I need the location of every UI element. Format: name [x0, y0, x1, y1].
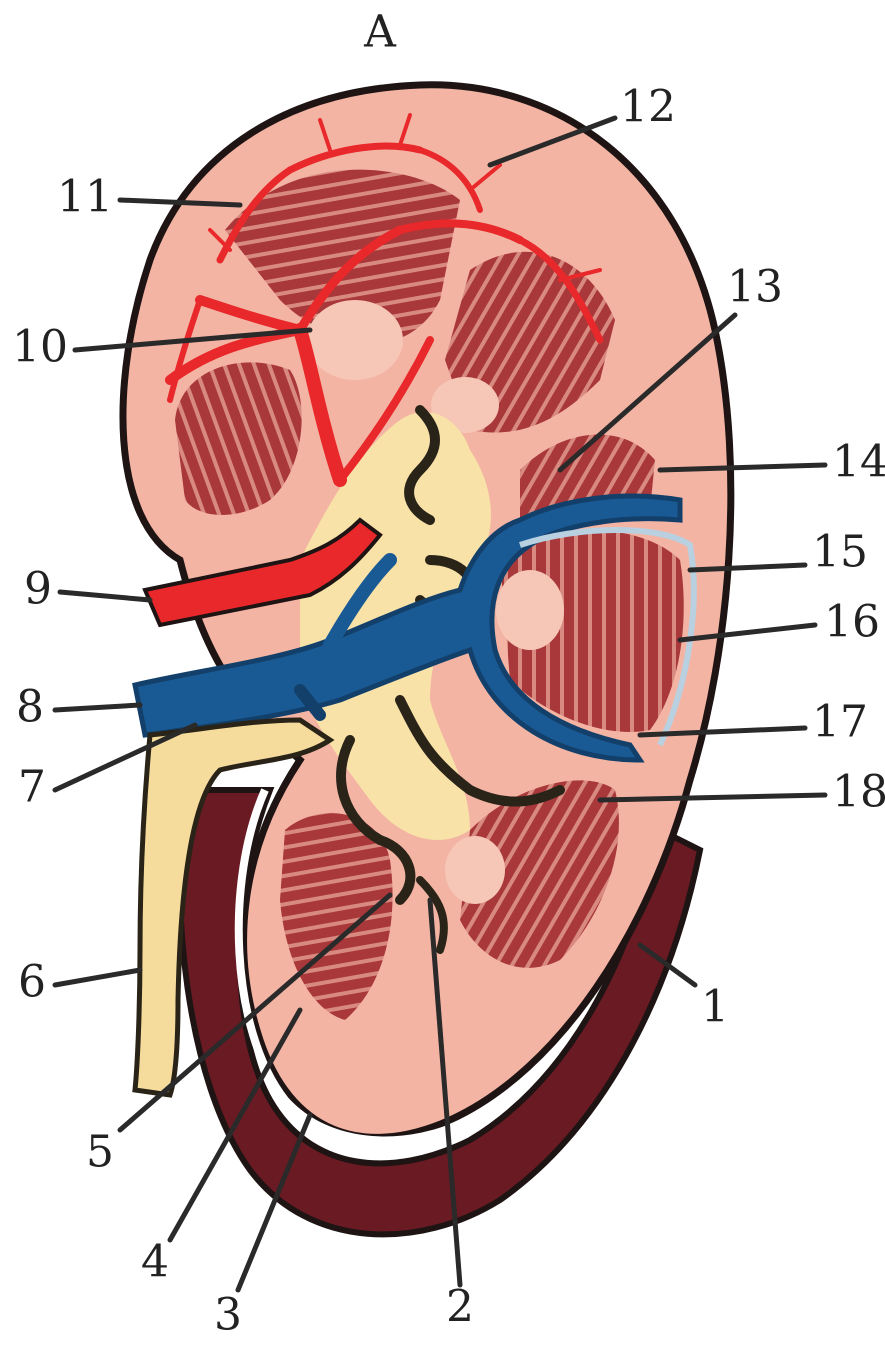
callout-label-12: 12: [620, 82, 676, 133]
callout-label-18: 18: [832, 767, 885, 818]
leader-line-9: [60, 592, 150, 600]
leader-line-6: [55, 970, 140, 985]
callout-label-13: 13: [727, 262, 783, 313]
callout-label-10: 10: [12, 322, 68, 373]
callout-label-15: 15: [812, 527, 868, 578]
figure-letter: A: [363, 7, 397, 58]
callout-label-2: 2: [446, 1282, 474, 1333]
callout-label-17: 17: [812, 697, 868, 748]
callout-label-4: 4: [141, 1237, 169, 1288]
callout-label-3: 3: [214, 1290, 242, 1341]
papilla-top: [307, 300, 403, 380]
papilla-lower-right: [445, 836, 505, 904]
callout-label-9: 9: [24, 564, 52, 615]
callout-label-11: 11: [57, 172, 113, 223]
papilla-right: [496, 570, 564, 650]
leader-line-8: [55, 705, 140, 710]
callout-label-5: 5: [86, 1127, 114, 1178]
callout-label-1: 1: [701, 982, 729, 1033]
callout-label-6: 6: [18, 957, 46, 1008]
callout-label-16: 16: [824, 597, 880, 648]
callout-label-14: 14: [832, 437, 885, 488]
callout-label-8: 8: [16, 682, 44, 733]
callout-label-7: 7: [18, 762, 46, 813]
